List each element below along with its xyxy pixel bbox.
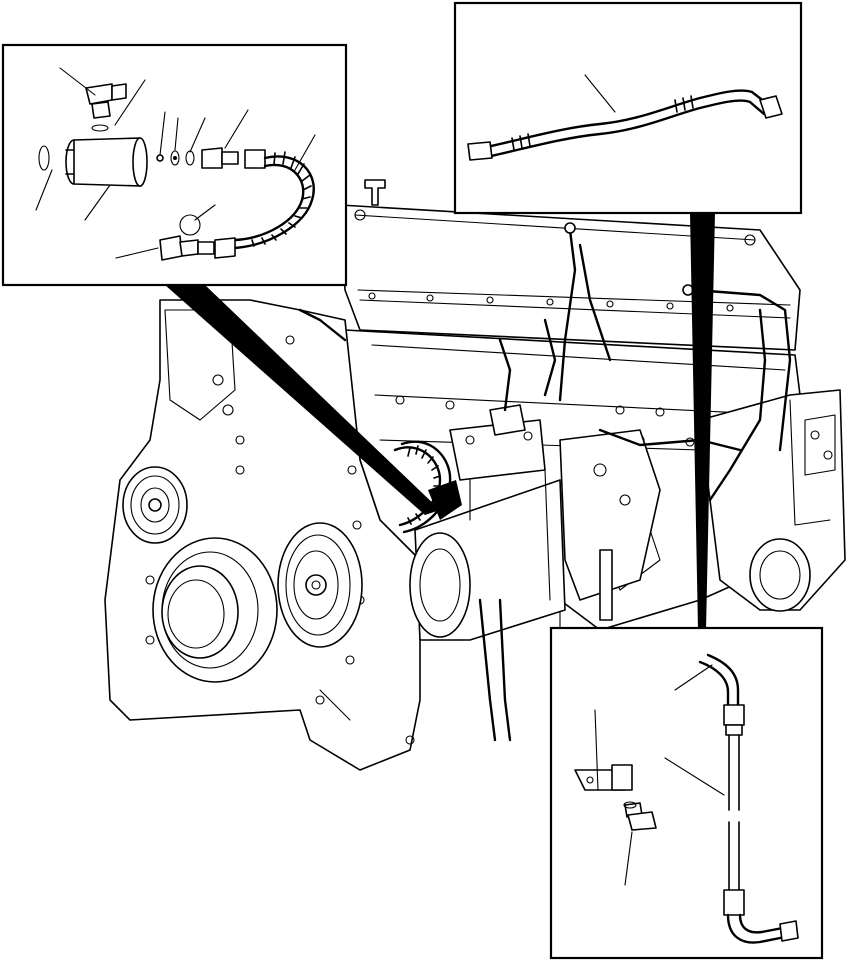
leader-wedges xyxy=(165,213,715,630)
elbow-fitting xyxy=(85,83,127,119)
inset-hose xyxy=(214,149,315,259)
inset-bottom-right xyxy=(549,626,824,960)
engine-assembly xyxy=(104,179,846,771)
inset-top-left xyxy=(1,43,348,287)
fan-pulley xyxy=(277,522,363,648)
flywheel-housing xyxy=(699,389,846,612)
air-compressor xyxy=(409,404,566,641)
inset-br-callout-leaders xyxy=(594,664,725,886)
adapter-body xyxy=(65,137,148,187)
clamp-bracket xyxy=(574,764,633,791)
inset-callout-leaders xyxy=(35,67,316,259)
idler-pulley xyxy=(122,466,188,544)
crankshaft-damper xyxy=(152,537,278,683)
lower-elbow xyxy=(159,235,215,261)
rigid-tube xyxy=(467,89,783,161)
union-fitting xyxy=(201,147,239,169)
hose-assembly xyxy=(698,653,799,944)
valve-cover xyxy=(339,179,801,351)
inset-top-right xyxy=(453,1,803,215)
engine-tubes xyxy=(298,222,792,742)
fuel-pump xyxy=(559,429,661,621)
mounting-bolt xyxy=(623,801,657,831)
